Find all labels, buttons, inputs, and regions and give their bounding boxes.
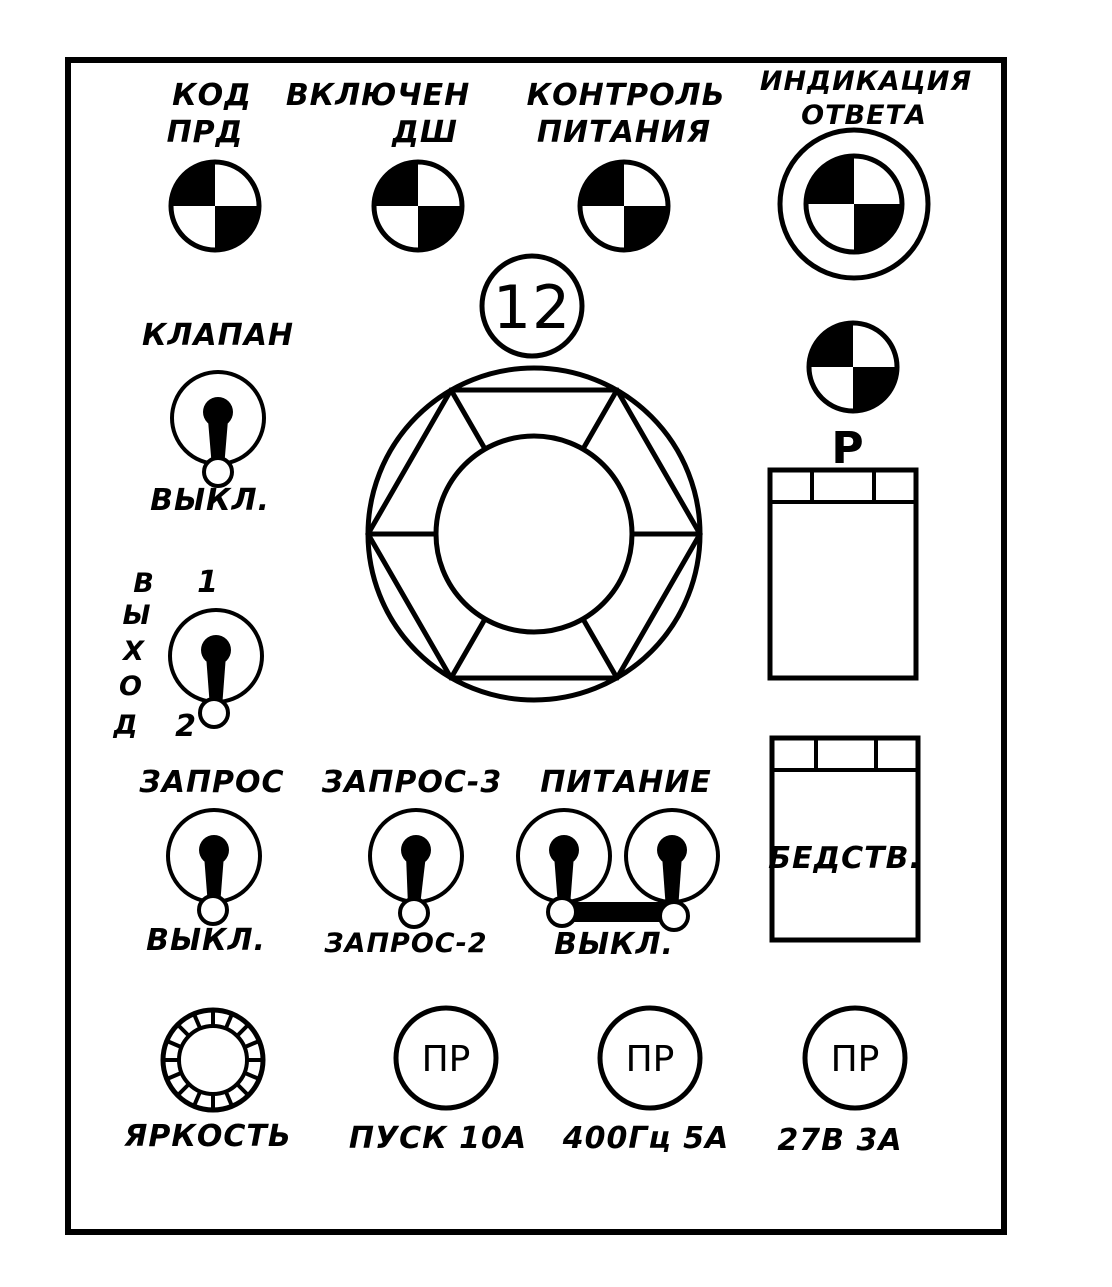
vyhod-title-letter: Ы: [123, 600, 152, 631]
fuse-27v[interactable]: ПР 27В 3А: [777, 1005, 908, 1158]
vyhod-pos2-label: 2: [175, 709, 197, 744]
lamp-vkluchen-dsh: ВКЛЮЧЕН ДШ: [286, 78, 470, 253]
fuse-400hz-text: ПР: [626, 1039, 675, 1080]
vyhod-pos1-label: 1: [197, 565, 219, 600]
lamp-kontrol-pitaniya-label-2: ПИТАНИЯ: [537, 115, 711, 150]
lamp-indikaciya-otveta: ИНДИКАЦИЯ ОТВЕТА: [760, 66, 972, 281]
zapros-off-label: ВЫКЛ.: [146, 923, 266, 958]
vyhod-title-letter: В: [133, 568, 155, 599]
scope-display: [365, 365, 703, 703]
bedstv-button-label: БЕДСТВ.: [768, 841, 922, 876]
lamp-r: Р: [806, 320, 900, 474]
lamp-kod-prd-label-1: КОД: [172, 78, 252, 113]
bedstv-button[interactable]: БЕДСТВ.: [768, 735, 922, 943]
brightness-knob[interactable]: ЯРКОСТЬ: [123, 1007, 291, 1154]
fuse-pusk-label: ПУСК 10А: [349, 1121, 527, 1156]
lamp-kod-prd-label-2: ПРД: [167, 115, 244, 150]
indicator-lamp-icon: [371, 159, 465, 253]
pitanie-toggle[interactable]: ПИТАНИЕ ВЫКЛ.: [516, 765, 720, 962]
fuse-27v-label: 27В 3А: [777, 1123, 902, 1158]
fuse-pusk-text: ПР: [422, 1039, 471, 1080]
lamp-kontrol-pitaniya: КОНТРОЛЬ ПИТАНИЯ: [527, 78, 726, 253]
zapros3-on-label: ЗАПРОС-3: [321, 765, 502, 800]
lamp-kod-prd: КОД ПРД: [167, 78, 262, 253]
indicator-lamp-icon: [806, 320, 900, 414]
zapros3-off-label: ЗАПРОС-2: [323, 928, 487, 959]
pushbutton-upper[interactable]: [767, 467, 919, 681]
number-badge-text: 12: [493, 273, 571, 343]
lamp-kontrol-pitaniya-label-1: КОНТРОЛЬ: [527, 78, 726, 113]
brightness-label: ЯРКОСТЬ: [123, 1119, 291, 1154]
klapan-off-label: ВЫКЛ.: [150, 483, 270, 518]
lamp-indikaciya-otveta-label-1: ИНДИКАЦИЯ: [760, 66, 972, 97]
vyhod-title-letter: Х: [121, 636, 145, 667]
vyhod-title-letter: О: [119, 671, 143, 702]
klapan-on-label: КЛАПАН: [142, 318, 294, 353]
fuse-400hz[interactable]: ПР 400Гц 5А: [562, 1005, 730, 1156]
vyhod-title-letter: Д: [112, 710, 138, 741]
pitanie-off-label: ВЫКЛ.: [554, 927, 674, 962]
lamp-indikaciya-otveta-label-2: ОТВЕТА: [801, 100, 927, 131]
number-badge: 12: [479, 253, 585, 359]
vyhod-toggle[interactable]: В Ы Х О Д 1 2: [112, 565, 264, 744]
fuse-pusk[interactable]: ПР ПУСК 10А: [349, 1005, 527, 1156]
fuse-27v-text: ПР: [831, 1039, 880, 1080]
lamp-vkluchen-dsh-label-1: ВКЛЮЧЕН: [286, 78, 470, 113]
lamp-vkluchen-dsh-label-2: ДШ: [391, 115, 458, 150]
indicator-lamp-icon: [777, 127, 931, 281]
indicator-lamp-icon: [168, 159, 262, 253]
indicator-lamp-icon: [577, 159, 671, 253]
klapan-toggle[interactable]: КЛАПАН ВЫКЛ.: [142, 318, 294, 518]
zapros3-toggle[interactable]: ЗАПРОС-3 ЗАПРОС-2: [321, 765, 502, 959]
panel-frame: [65, 57, 1007, 1235]
fuse-400hz-label: 400Гц 5А: [562, 1121, 730, 1156]
zapros-on-label: ЗАПРОС: [138, 765, 284, 800]
lamp-r-label: Р: [831, 423, 864, 474]
zapros-toggle[interactable]: ЗАПРОС ВЫКЛ.: [138, 765, 284, 958]
pitanie-on-label: ПИТАНИЕ: [540, 765, 712, 800]
